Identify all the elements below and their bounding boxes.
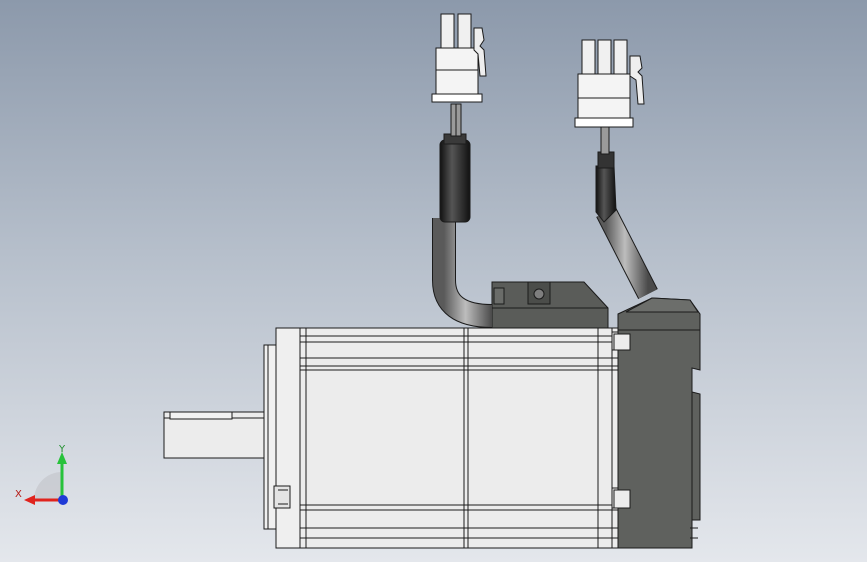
connector-base-block[interactable] — [491, 281, 609, 329]
encoder-cover[interactable] — [613, 297, 701, 549]
motor-housing[interactable] — [299, 327, 631, 549]
power-cable[interactable] — [432, 103, 493, 328]
encoder-connector[interactable] — [574, 39, 645, 128]
power-connector[interactable] — [431, 13, 487, 103]
reference-triad-icon: Y X — [15, 444, 68, 505]
encoder-cable[interactable] — [595, 125, 658, 300]
triad-y-label: Y — [58, 444, 66, 455]
triad-x-arrow — [24, 495, 35, 505]
triad-z-axis — [58, 495, 68, 505]
front-flange[interactable] — [273, 327, 302, 549]
motor-shaft[interactable] — [163, 411, 269, 459]
triad-x-label: X — [15, 489, 22, 500]
triad-plane-shading — [34, 472, 62, 500]
front-pilot[interactable] — [263, 344, 279, 530]
triad-y-arrow — [57, 452, 67, 464]
